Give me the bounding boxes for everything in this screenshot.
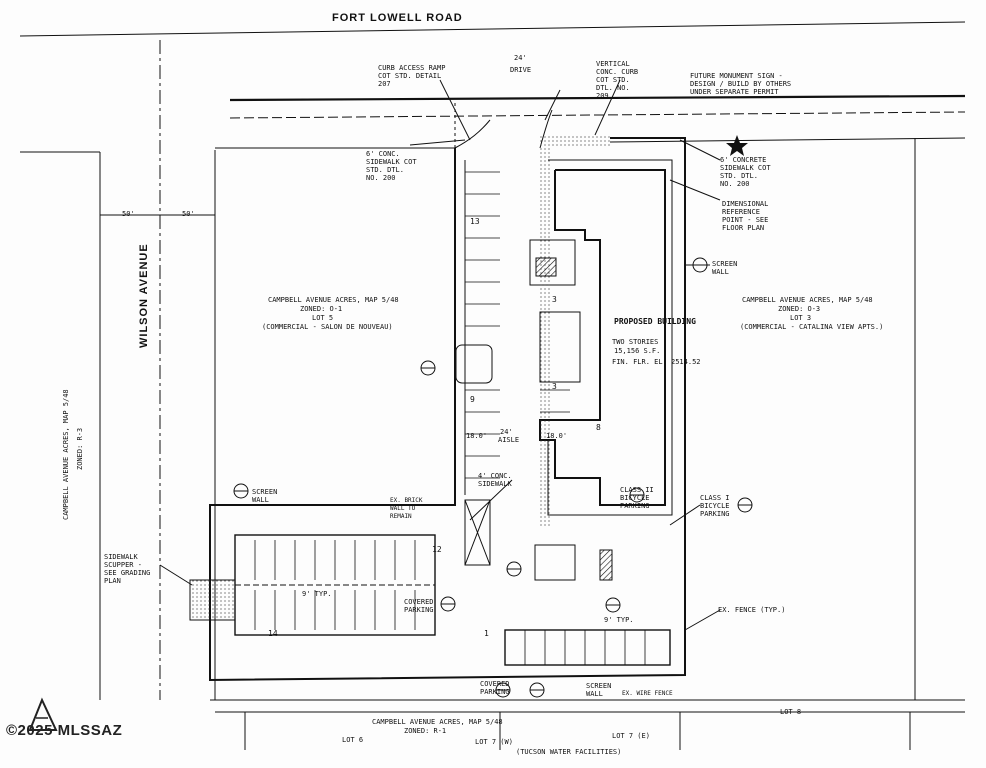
road-label-north: FORT LOWELL ROAD bbox=[332, 12, 463, 24]
parcel-east-use: (COMMERCIAL - CATALINA VIEW APTS.) bbox=[740, 323, 884, 331]
parcel-west-lot: LOT 5 bbox=[312, 314, 334, 322]
dim-18b: 18.0' bbox=[546, 432, 568, 440]
callout-dimensional-reference: DIMENSIONAL REFERENCE POINT - SEE FLOOR … bbox=[722, 200, 769, 232]
dim-typ-2: 9' TYP. bbox=[604, 616, 634, 624]
parcel-far-west-zone: ZONED: R-3 bbox=[76, 427, 84, 470]
stall-count: 3 bbox=[552, 295, 557, 304]
callout-sidewalk-east: 6' CONCRETE SIDEWALK COT STD. DTL. NO. 2… bbox=[720, 156, 771, 188]
callout-vertical-curb: VERTICAL CONC. CURB COT STD. DTL. NO. 20… bbox=[596, 60, 639, 100]
building-area: 15,156 S.F. bbox=[614, 347, 661, 355]
callout-ex-brick-wall: EX. BRICK WALL TO REMAIN bbox=[390, 497, 423, 520]
stall-count: 14 bbox=[268, 629, 278, 638]
lot-6-label: LOT 6 bbox=[342, 736, 364, 744]
mls-logo-icon bbox=[28, 697, 58, 731]
lot-7w-label: LOT 7 (W) bbox=[475, 738, 513, 746]
stall-count: 13 bbox=[470, 217, 480, 226]
building-ffe: FIN. FLR. EL. 2514.52 bbox=[612, 358, 701, 366]
stall-count: 12 bbox=[432, 545, 442, 554]
callout-curb-access: CURB ACCESS RAMP COT STD. DETAIL 207 bbox=[378, 64, 446, 88]
callout-class-2-bike: CLASS II BICYCLE PARKING bbox=[620, 486, 654, 510]
callout-covered-parking: COVERED PARKING bbox=[404, 598, 434, 614]
callout-screen-wall-west: SCREEN WALL bbox=[252, 488, 278, 504]
dim-typ-1: 9' TYP. bbox=[302, 590, 332, 598]
dim-drive: 24' bbox=[514, 54, 527, 62]
callout-ex-fence: EX. FENCE (TYP.) bbox=[718, 606, 786, 614]
dim-aisle-label: AISLE bbox=[498, 436, 520, 444]
dim-18a: 18.0' bbox=[466, 432, 488, 440]
callout-monument-sign: FUTURE MONUMENT SIGN - DESIGN / BUILD BY… bbox=[690, 72, 792, 96]
parcel-west-use: (COMMERCIAL - SALON DE NOUVEAU) bbox=[262, 323, 393, 331]
callout-class-1-bike: CLASS I BICYCLE PARKING bbox=[700, 494, 730, 518]
lot-7e-label: LOT 7 (E) bbox=[612, 732, 650, 740]
lot-8-label: LOT 8 bbox=[780, 708, 802, 716]
building-stories: TWO STORIES bbox=[612, 338, 659, 346]
parcel-west-line1: CAMPBELL AVENUE ACRES, MAP 5/48 bbox=[268, 296, 399, 304]
parcel-far-west: CAMPBELL AVENUE ACRES, MAP 5/48 bbox=[62, 389, 70, 520]
callout-covered-parking-south: COVERED PARKING bbox=[480, 680, 510, 696]
parcel-east-lot: LOT 3 bbox=[790, 314, 812, 322]
callout-ex-wire-fence: EX. WIRE FENCE bbox=[622, 690, 673, 697]
callout-sidewalk-west: 6' CONC. SIDEWALK COT STD. DTL. NO. 200 bbox=[366, 150, 417, 182]
callout-conc-sidewalk: 4' CONC. SIDEWALK bbox=[478, 472, 512, 488]
dim-w1: 50' bbox=[122, 210, 135, 218]
parcel-east-zone: ZONED: O-3 bbox=[778, 305, 821, 313]
dim-aisle: 24' bbox=[500, 428, 513, 436]
tucson-water-label: (TUCSON WATER FACILITIES) bbox=[516, 748, 622, 756]
dim-w2: 50' bbox=[182, 210, 195, 218]
dim-drive-label: DRIVE bbox=[510, 66, 532, 74]
watermark: ©2025 MLSSAZ bbox=[6, 722, 123, 739]
stall-count: 1 bbox=[484, 629, 489, 638]
callout-scupper: SIDEWALK SCUPPER - SEE GRADING PLAN bbox=[104, 553, 151, 585]
stall-count: 8 bbox=[596, 423, 601, 432]
callout-screen-wall-south: SCREEN WALL bbox=[586, 682, 612, 698]
parcel-east-line1: CAMPBELL AVENUE ACRES, MAP 5/48 bbox=[742, 296, 873, 304]
parcel-west-zone: ZONED: O-1 bbox=[300, 305, 343, 313]
road-label-west: WILSON AVENUE bbox=[138, 243, 150, 348]
callout-screen-wall-east: SCREEN WALL bbox=[712, 260, 738, 276]
stall-count: 3 bbox=[552, 382, 557, 391]
building-title: PROPOSED BUILDING bbox=[614, 317, 696, 326]
parcel-south: CAMPBELL AVENUE ACRES, MAP 5/48 bbox=[372, 718, 503, 726]
parcel-south-zone: ZONED: R-1 bbox=[404, 727, 447, 735]
stall-count: 9 bbox=[470, 395, 475, 404]
